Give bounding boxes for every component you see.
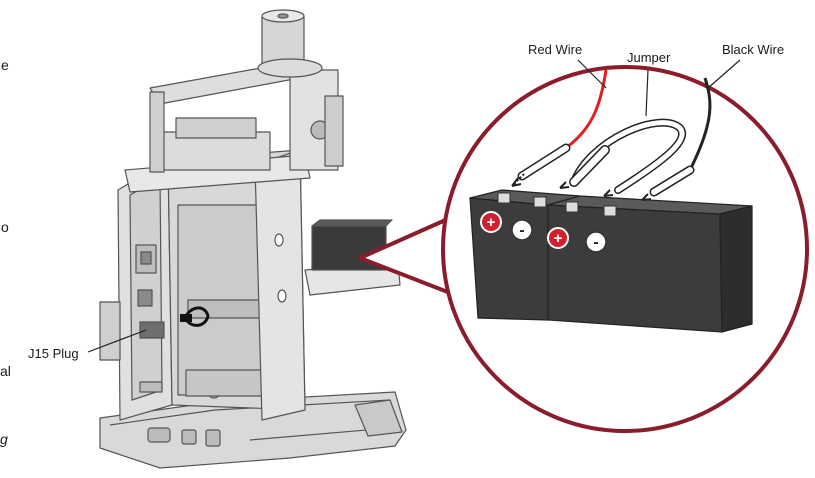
positive-sign-right: +	[554, 230, 563, 247]
j15-socket	[139, 321, 165, 339]
right-side-panel	[254, 149, 306, 421]
black-wire-leader	[707, 59, 741, 89]
terminal-left-pos	[497, 192, 511, 204]
red-wire	[511, 69, 608, 187]
terminal-left-neg	[533, 196, 547, 208]
edge-text-fragment-1: e	[1, 57, 9, 73]
edge-text-fragment-2: o	[1, 219, 9, 235]
control-block-2	[137, 289, 153, 307]
negative-sign-left: -	[519, 222, 524, 239]
positive-badge-left	[480, 211, 502, 233]
base-slot-1	[147, 427, 171, 443]
j15-leader-line	[87, 329, 147, 353]
positive-sign-left: +	[487, 214, 496, 231]
red-wire-leader	[577, 59, 607, 89]
negative-sign-right: -	[593, 234, 598, 251]
base-slot-2	[181, 429, 197, 445]
battery-right	[547, 195, 753, 333]
terminal-right-pos	[565, 201, 579, 213]
j15-plug-label: J15 Plug	[28, 346, 79, 361]
edge-text-fragment-3: al	[0, 363, 11, 379]
terminal-right-neg	[603, 205, 617, 217]
jumper-label: Jumper	[627, 50, 671, 65]
j15-plug-connector	[180, 306, 210, 327]
base-slot-3	[205, 429, 221, 447]
negative-badge-left	[511, 219, 533, 241]
jumper-wire	[559, 69, 687, 197]
black-wire	[641, 77, 712, 201]
black-wire-label: Black Wire	[722, 42, 784, 57]
red-wire-label: Red Wire	[528, 42, 582, 57]
edge-text-fragment-4: g	[0, 431, 8, 447]
operator-unit	[99, 9, 407, 469]
negative-badge-right	[585, 231, 607, 253]
positive-badge-right	[547, 227, 569, 249]
